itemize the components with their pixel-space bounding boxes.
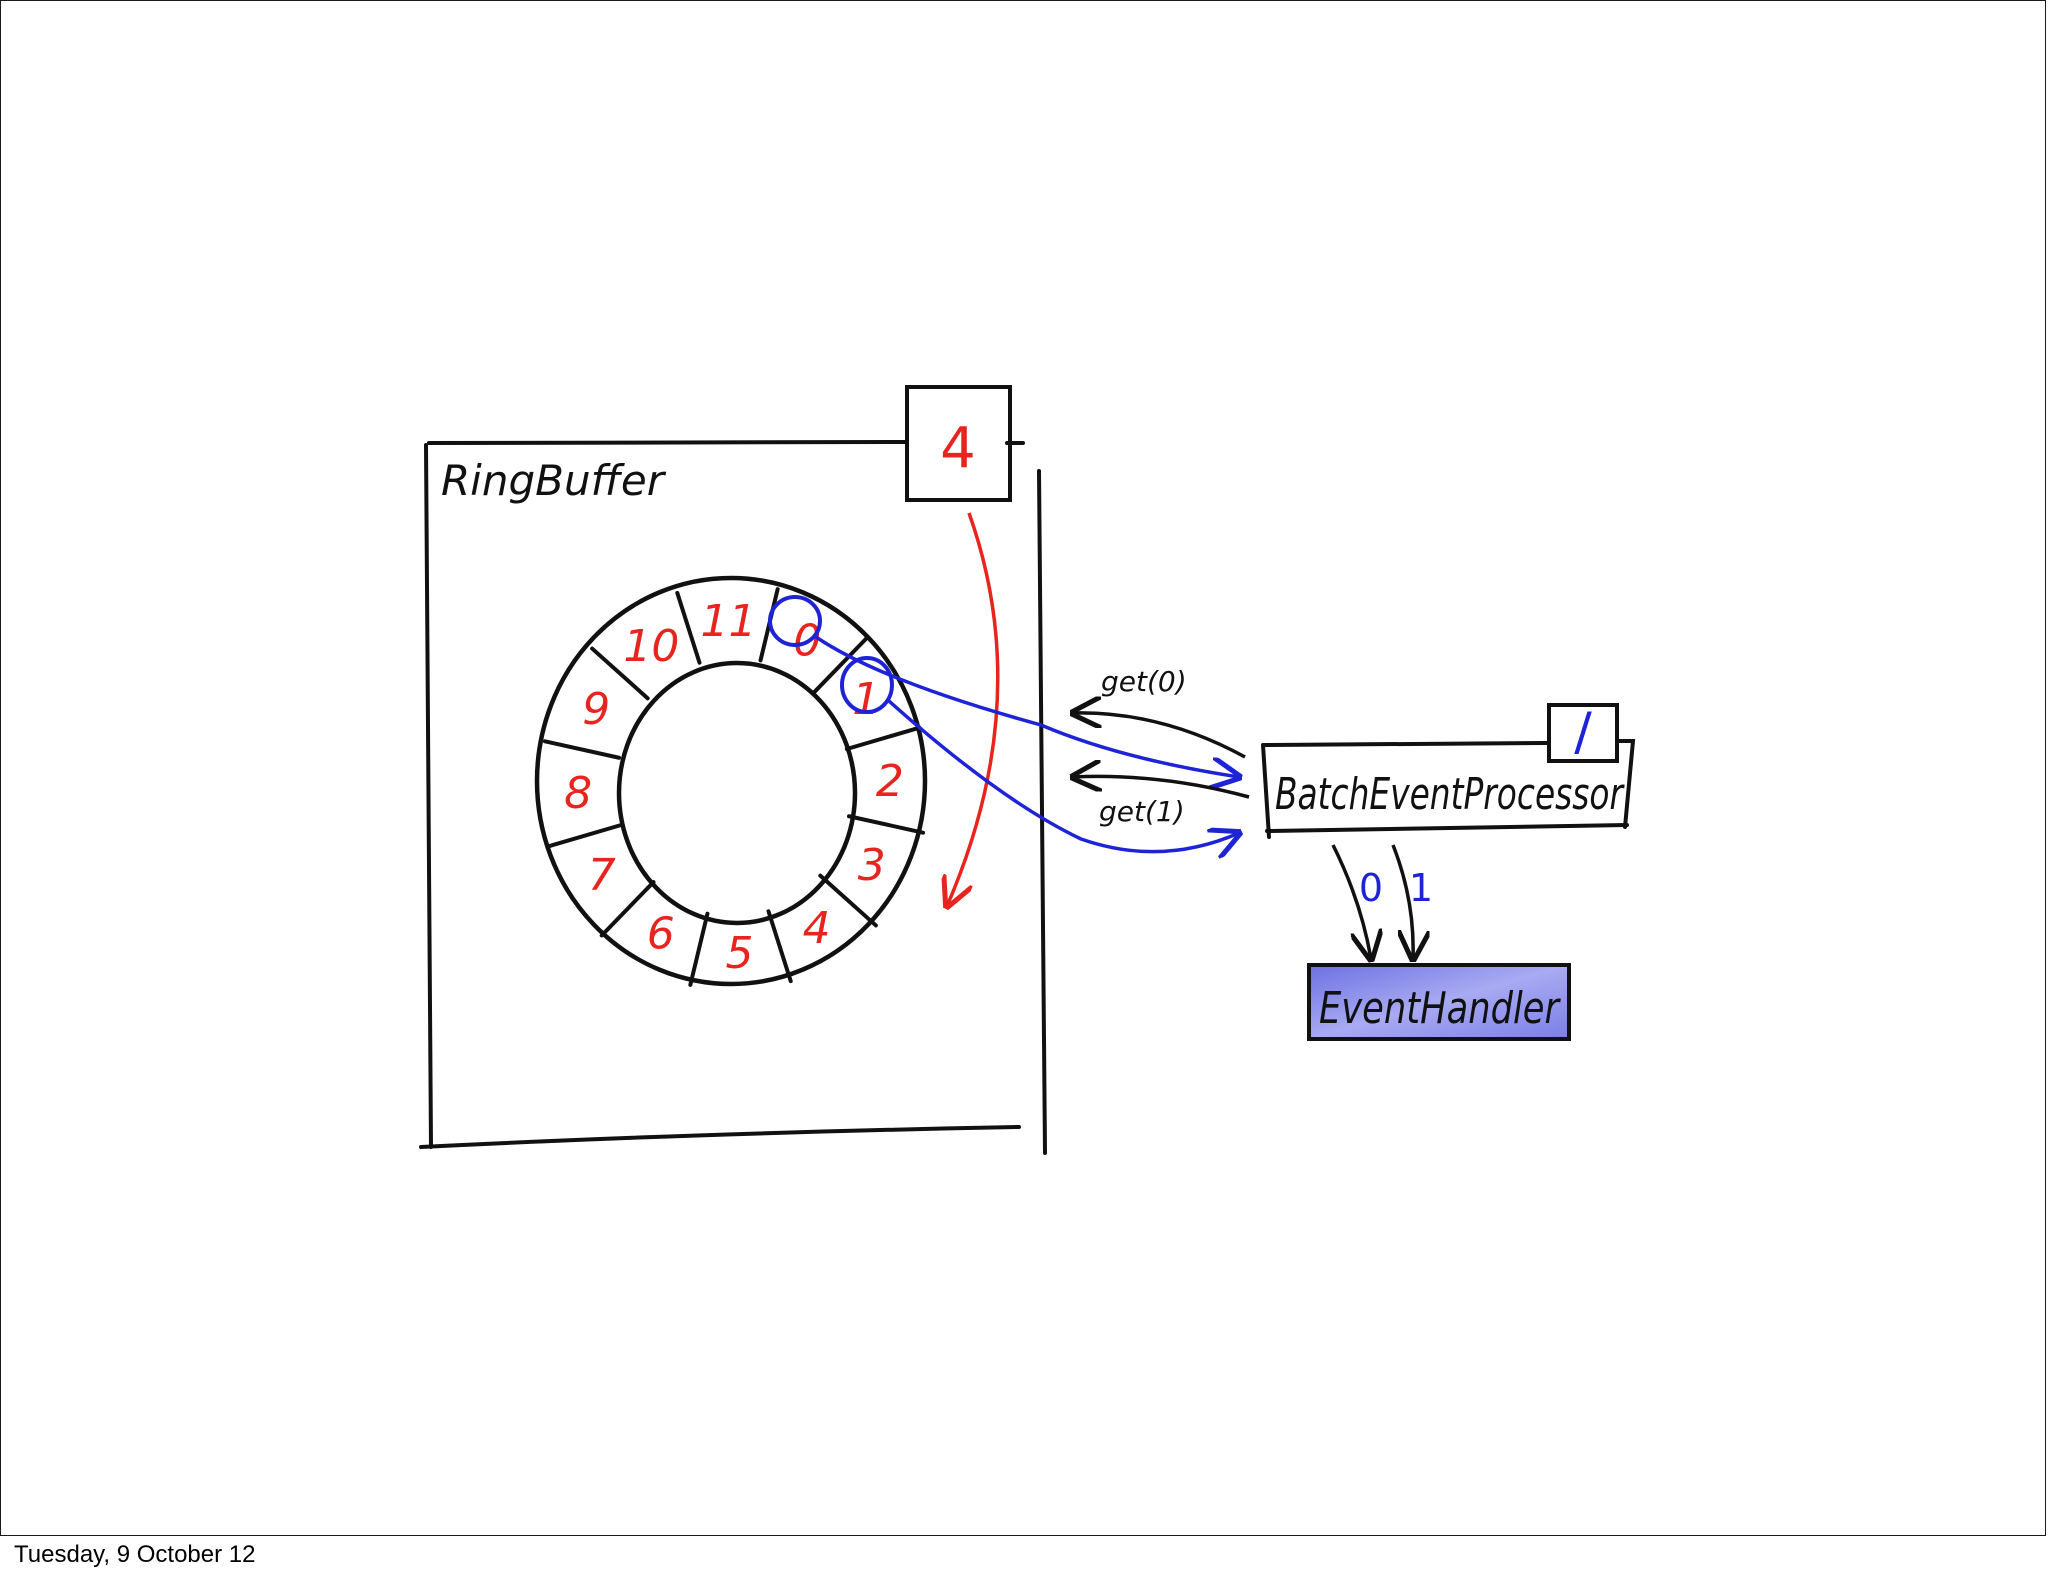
footer-date: Tuesday, 9 October 12: [14, 1541, 256, 1568]
ring-slot-label: 3: [858, 840, 886, 891]
ring-buffer-box: [419, 440, 1047, 1155]
ring-slot-label: 6: [647, 909, 675, 960]
ring-slot-divider: [766, 909, 793, 984]
read-arrow-0: [815, 635, 1239, 777]
footer-bar: [0, 1536, 2048, 1576]
dispatch-arrow-1: [1391, 844, 1413, 959]
ring-buffer-sequence: 4: [940, 416, 976, 481]
ring-slot-label: 10: [623, 621, 679, 672]
processor-box: [1261, 739, 1636, 839]
event-handler-box: [1307, 963, 1571, 1041]
ring: [534, 575, 928, 987]
get-0-label: get(0): [1101, 665, 1187, 698]
dispatch-label-0: 0: [1359, 866, 1383, 910]
get-1-label: get(1): [1099, 795, 1185, 828]
ring-buffer-sequence-box: [905, 385, 1012, 502]
ring-slot-divider: [812, 636, 869, 694]
event-handler-name: EventHandler: [1319, 983, 1561, 1034]
ring-slot-label: 5: [725, 928, 753, 979]
slot-1-highlight: [840, 656, 894, 714]
ring-slot-label: 7: [588, 850, 616, 901]
dispatch-arrow-0: [1331, 844, 1371, 959]
ring-buffer-title: RingBuffer: [441, 456, 667, 505]
ring-slot-label: 1: [852, 674, 880, 725]
slot-0-highlight: [768, 595, 822, 647]
processor-sequence: /: [1574, 702, 1592, 762]
ring-slot-divider: [590, 646, 650, 701]
ring-slot-divider: [688, 911, 710, 987]
get-1-arrow: [1073, 776, 1250, 799]
ring-slot-divider: [844, 725, 922, 751]
ring-slot-divider: [846, 814, 926, 835]
ring-slot-divider: [599, 880, 656, 938]
get-0-arrow: [1073, 713, 1246, 759]
dispatch-label-1: 1: [1409, 866, 1433, 910]
processor-sequence-box: [1547, 703, 1619, 763]
processor-name: BatchEventProcessor: [1275, 769, 1625, 820]
ring-slot-divider: [542, 739, 622, 760]
cursor-arrow: [947, 512, 1000, 906]
read-arrow-1: [887, 699, 1239, 852]
ring-slot-label: 2: [876, 756, 904, 807]
ring-slot-label: 11: [701, 596, 757, 647]
ring-slot-label: 8: [564, 768, 592, 819]
ring-slot-divider: [675, 590, 702, 665]
ring-slot-label: 9: [582, 684, 610, 735]
ring-slot-divider: [546, 823, 624, 849]
ring-slot-divider: [818, 873, 878, 928]
ring-slot-label: 4: [803, 903, 831, 954]
